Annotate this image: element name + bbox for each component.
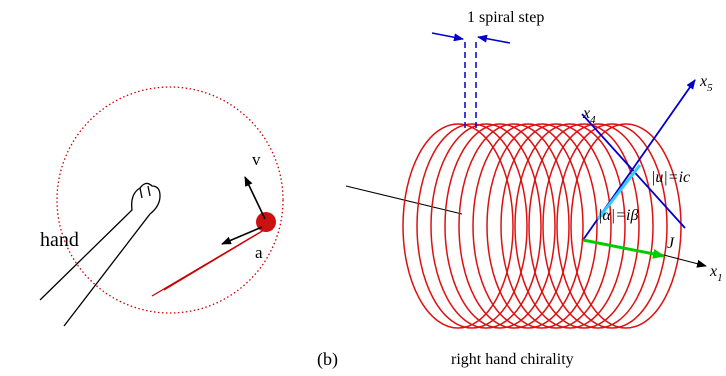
u-label: |u|=ic: [651, 169, 690, 186]
x1-label: x1: [709, 263, 723, 284]
coil: [402, 123, 682, 329]
spiral-step-label: 1 spiral step: [467, 9, 544, 26]
chirality-caption: right hand chirality: [451, 351, 574, 368]
panel-b: 1 spiral step x5 x4 x1 |u|=ic |α|=iβ J (…: [317, 9, 723, 370]
acceleration-arrow: [221, 226, 263, 245]
hand-label: hand: [40, 229, 79, 251]
panel-a: v a hand: [39, 86, 284, 327]
velocity-label: v: [252, 150, 261, 169]
hand-icon: [39, 182, 161, 327]
x1-axis: [659, 253, 707, 268]
j-label: J: [667, 235, 675, 252]
x4-label: x4: [582, 105, 596, 126]
cyan-vector: [596, 164, 642, 220]
x5-label: x5: [699, 73, 713, 94]
alpha-label: |α|=iβ: [598, 207, 638, 224]
acceleration-label: a: [255, 243, 263, 262]
panel-caption: (b): [317, 349, 338, 370]
j-vector: [582, 238, 665, 259]
spiral-step-marker: [431, 32, 511, 128]
velocity-arrow: [244, 176, 266, 220]
string-line-upper: [163, 229, 265, 291]
orbit-circle: [56, 86, 284, 314]
